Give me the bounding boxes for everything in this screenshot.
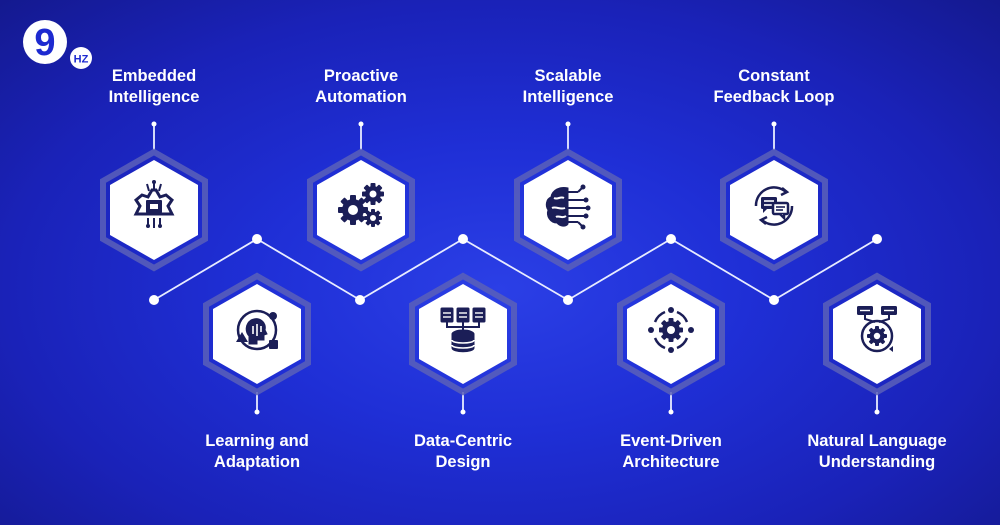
nlu-gear-icon: [849, 302, 905, 358]
hex-natural-language-understanding: [823, 272, 931, 396]
node-dot: [563, 295, 573, 305]
hex-embedded-intelligence: [100, 148, 208, 272]
gears-icon: [333, 178, 389, 234]
svg-text:HZ: HZ: [74, 54, 89, 66]
svg-text:9: 9: [34, 22, 55, 64]
node-dot: [872, 234, 882, 244]
node-dot: [458, 234, 468, 244]
node-dot: [666, 234, 676, 244]
chip-gear-icon: [126, 178, 182, 234]
hex-learning-adaptation: [203, 272, 311, 396]
hex-scalable-intelligence: [514, 148, 622, 272]
node-dot: [149, 295, 159, 305]
hex-data-centric-design: [409, 272, 517, 396]
hex-constant-feedback-loop: [720, 148, 828, 272]
event-gear-icon: [643, 302, 699, 358]
node-dot: [355, 295, 365, 305]
head-learning-icon: [229, 302, 285, 358]
hex-proactive-automation: [307, 148, 415, 272]
hex-event-driven-architecture: [617, 272, 725, 396]
brain-circuit-icon: [540, 178, 596, 234]
chat-loop-icon: [746, 178, 802, 234]
zigzag-line: [153, 237, 878, 302]
node-dot: [252, 234, 262, 244]
node-dot: [769, 295, 779, 305]
database-icon: [435, 302, 491, 358]
brand-logo: 9 HZ: [14, 18, 104, 70]
